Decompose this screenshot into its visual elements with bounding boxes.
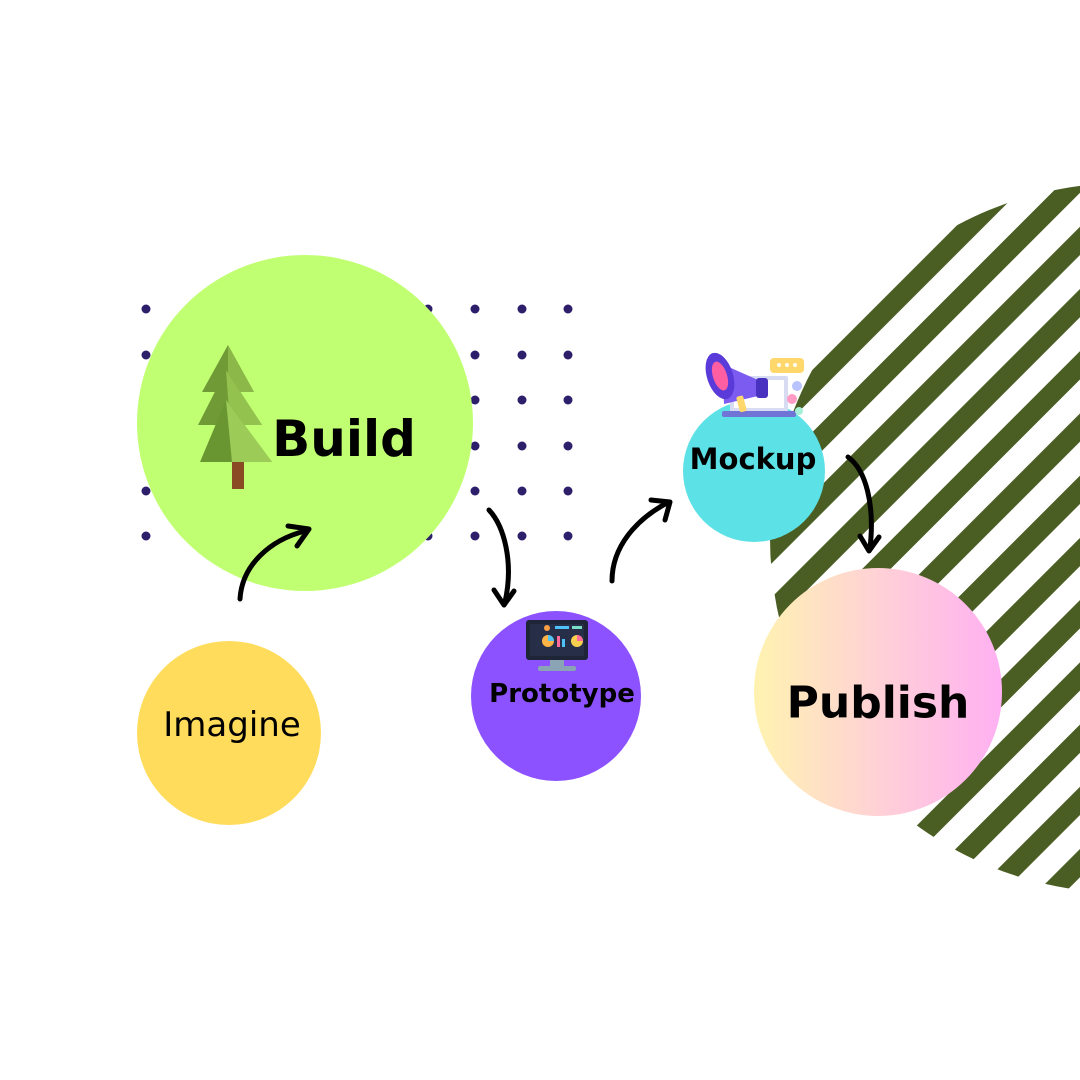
grid-dot [470,441,480,451]
flow-arrow-imagine-to-build [237,528,308,602]
publish-stage-circle [754,568,1002,816]
grid-dot [517,304,527,314]
imagine-label: Imagine [163,705,301,745]
grid-dot [563,395,573,405]
grid-dot [563,441,573,451]
flow-arrow-mockup-to-publish [845,454,874,551]
imagine-stage-circle [137,641,321,825]
mockup-stage-circle [683,400,825,542]
publish-label: Publish [786,677,970,729]
flow-arrow-build-to-prototype-head [491,587,517,608]
grid-dot [563,350,573,360]
grid-dot [563,486,573,496]
grid-dot [141,531,151,541]
grid-dot [517,441,527,451]
flow-arrow-prototype-to-mockup [609,500,670,584]
dashboard-monitor-icon [526,620,588,671]
grid-dot [517,350,527,360]
grid-dot [141,304,151,314]
grid-dot [470,350,480,360]
flow-arrows [237,454,882,608]
mockup-label: Mockup [689,442,817,476]
prototype-label: Prototype [489,679,635,709]
flow-arrow-build-to-prototype [486,507,511,605]
grid-dot [470,395,480,405]
megaphone-laptop-icon [705,352,804,417]
flow-arrow-imagine-to-build-head [285,523,312,549]
grid-dot [141,350,151,360]
grid-dot [141,486,151,496]
grid-dot [517,395,527,405]
grid-dot [517,531,527,541]
flow-arrow-mockup-to-publish-head [857,533,882,554]
flow-arrow-prototype-to-mockup-head [648,497,673,523]
grid-dot [563,304,573,314]
grid-dot [563,531,573,541]
grid-dot [517,486,527,496]
grid-dot [470,486,480,496]
grid-dot [470,531,480,541]
pine-tree-icon [198,345,272,489]
build-label: Build [272,410,416,468]
grid-dot [470,304,480,314]
